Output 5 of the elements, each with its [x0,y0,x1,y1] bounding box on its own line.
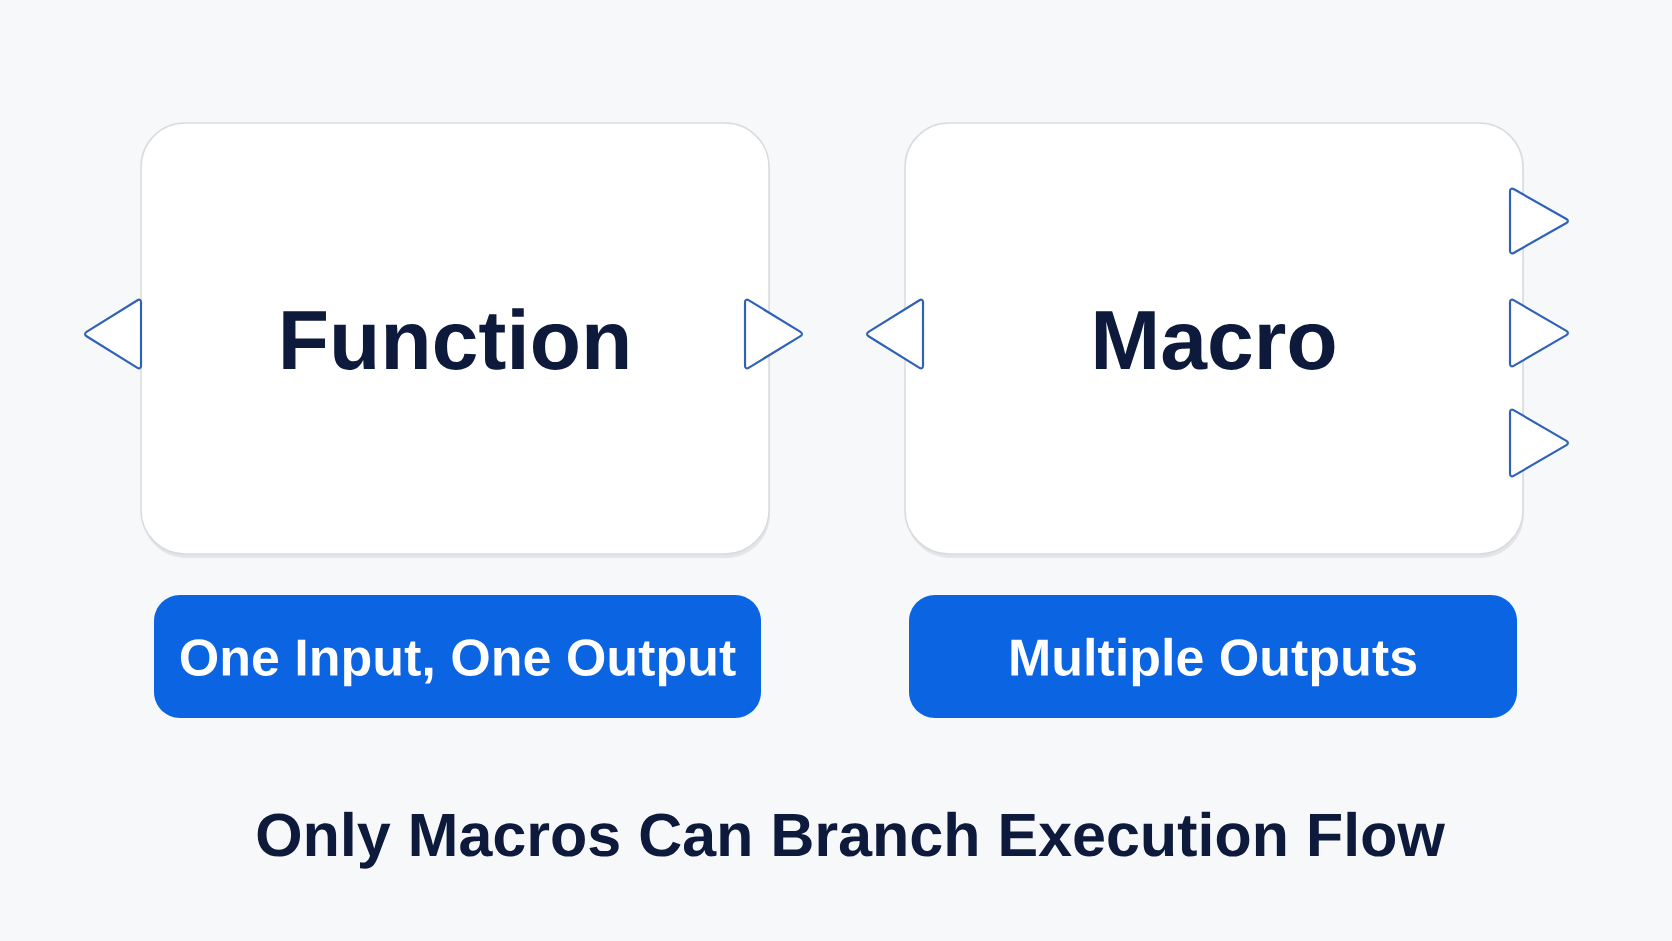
pill-label: Multiple Outputs [909,595,1517,718]
caption: Only Macros Can Branch Execution Flow [257,811,1445,869]
rounded-card: Macro [904,122,1524,558]
rounded-card: Function [140,122,770,558]
pill-label: One Input, One Output [154,595,761,718]
